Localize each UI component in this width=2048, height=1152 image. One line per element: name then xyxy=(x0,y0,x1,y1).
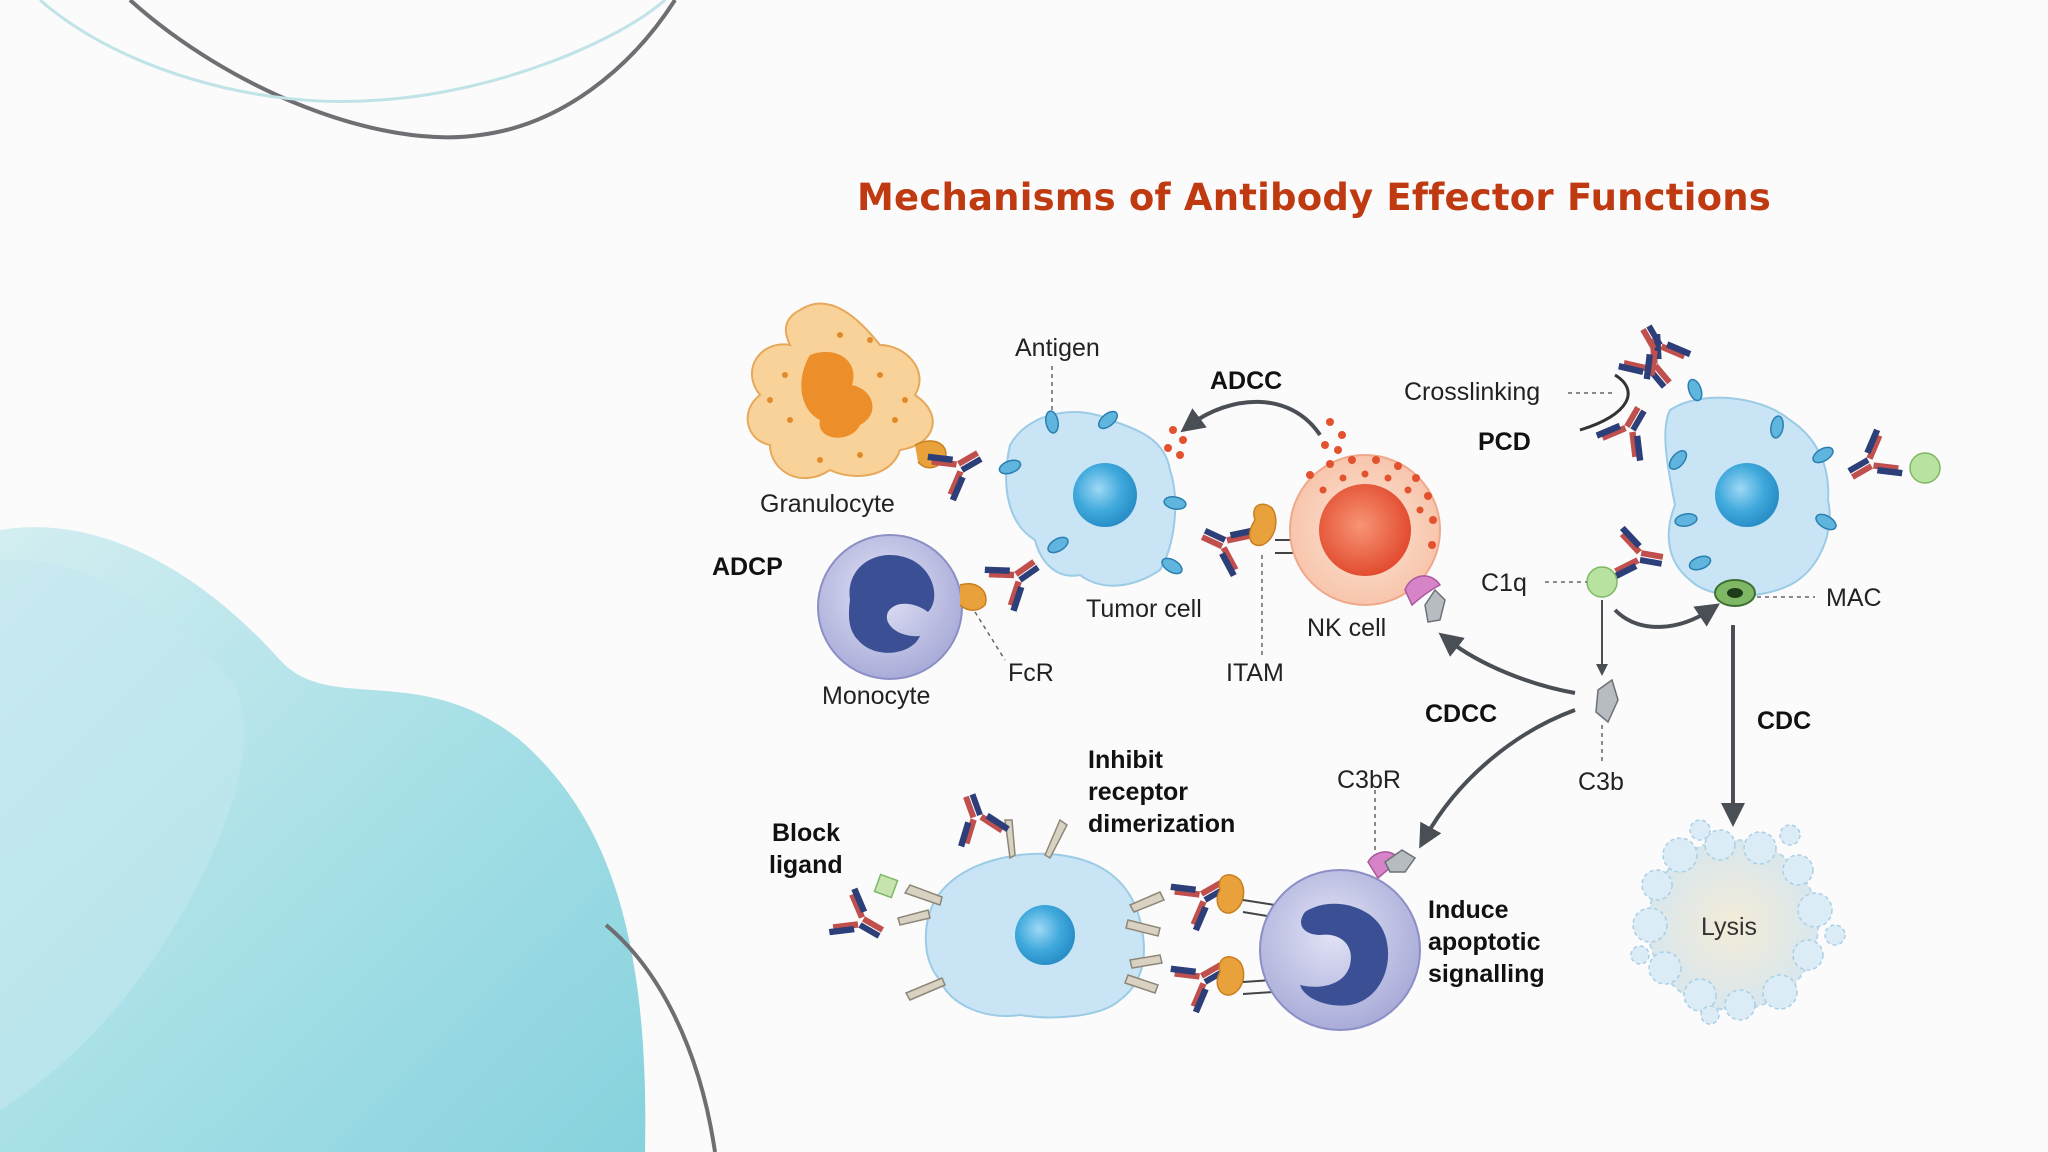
decorative-curve-teal xyxy=(39,0,666,104)
slide-title: Mechanisms of Antibody Effector Function… xyxy=(857,176,1771,219)
label-crosslinking: Crosslinking xyxy=(1404,378,1540,406)
adcc-arrow xyxy=(1180,399,1322,437)
crosslinking-bracket xyxy=(1579,373,1630,432)
label-lysis: Lysis xyxy=(1701,913,1757,941)
blocked-ligand xyxy=(873,873,899,899)
label-mac: MAC xyxy=(1826,584,1882,612)
tumor-cell-bottom-nucleus xyxy=(1015,905,1075,965)
label-pcd: PCD xyxy=(1478,428,1531,456)
fc-receptor-monocyte xyxy=(959,583,987,611)
label-cdc: CDC xyxy=(1757,707,1811,735)
c3b-fragment-monocyte xyxy=(1384,849,1417,873)
fc-receptor-monocyte-bottom-1 xyxy=(1216,874,1245,914)
label-inhibit-line3: dimerization xyxy=(1088,810,1235,838)
c3b-receptor-nk xyxy=(1404,575,1442,607)
c1q-to-mac-arrow xyxy=(1613,603,1720,629)
cytotoxic-granules xyxy=(1164,418,1346,459)
label-c1q: C1q xyxy=(1481,569,1527,597)
teal-blob-highlight xyxy=(0,559,245,1110)
fc-receptor-nk xyxy=(1248,503,1277,547)
label-inhibit-line2: receptor xyxy=(1088,778,1188,806)
monocyte-cell-bottom xyxy=(1259,869,1421,1031)
granulocyte-cell xyxy=(746,302,934,480)
label-fcr: FcR xyxy=(1008,659,1054,687)
label-adcc: ADCC xyxy=(1210,367,1282,395)
label-nk-cell: NK cell xyxy=(1307,614,1386,642)
label-block-line1: Block xyxy=(772,819,840,847)
c3b-fragment xyxy=(1595,678,1619,724)
label-inhibit-line1: Inhibit xyxy=(1088,746,1164,774)
c3b-fragment-nk xyxy=(1424,588,1446,623)
label-monocyte: Monocyte xyxy=(822,682,930,710)
cell-receptors xyxy=(897,818,1166,1001)
decorative-curve-bottom xyxy=(604,923,717,1152)
label-adcp: ADCP xyxy=(712,553,783,581)
label-cdcc: CDCC xyxy=(1425,700,1497,728)
tumor-cell-nucleus xyxy=(1073,463,1137,527)
label-block-line2: ligand xyxy=(769,851,843,879)
fcr-pointer-line xyxy=(974,611,1006,661)
label-c3br: C3bR xyxy=(1337,766,1401,794)
label-itam: ITAM xyxy=(1226,659,1284,687)
cdcc-arrow-to-nk xyxy=(1438,632,1576,695)
label-induce-line1: Induce xyxy=(1428,896,1509,924)
label-tumor-cell: Tumor cell xyxy=(1086,595,1202,623)
label-granulocyte: Granulocyte xyxy=(760,490,895,518)
label-antigen: Antigen xyxy=(1015,334,1100,362)
label-c3b: C3b xyxy=(1578,768,1624,796)
antibody-nk-link xyxy=(1191,508,1258,579)
cdcc-arrow-to-monocyte xyxy=(1419,708,1576,849)
decorative-curve-dark xyxy=(128,0,677,140)
bound-ligand-green xyxy=(1909,452,1941,484)
fc-receptor-monocyte-bottom-2 xyxy=(1216,956,1245,996)
label-induce-line2: apoptotic xyxy=(1428,928,1541,956)
lysed-cell xyxy=(1630,819,1846,1025)
label-induce-line3: signalling xyxy=(1428,960,1545,988)
c1q-molecule xyxy=(1586,566,1618,598)
tumor-cell-right-nucleus xyxy=(1715,463,1779,527)
monocyte-cell xyxy=(817,534,963,680)
nk-cell xyxy=(1289,454,1441,606)
